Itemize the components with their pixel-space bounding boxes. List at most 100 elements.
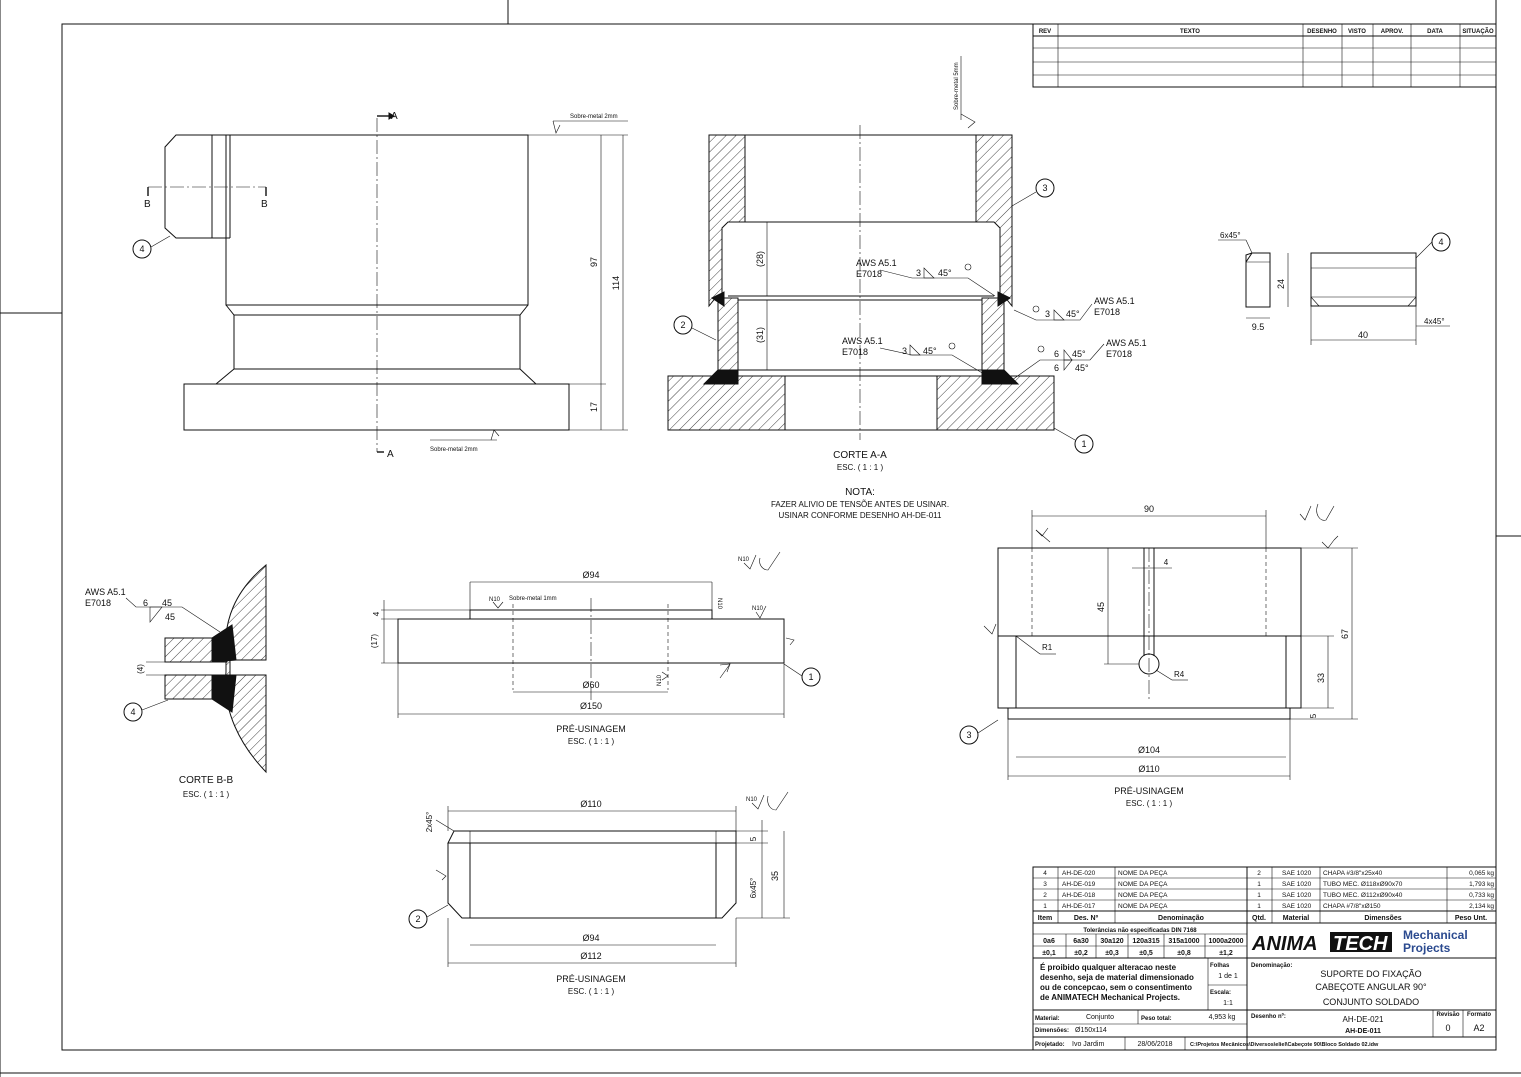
pre1-scale: ESC. ( 1 : 1 ) [568, 737, 615, 746]
desenho-label: Desenho nº: [1251, 1014, 1286, 1020]
section-a-top: A [391, 111, 398, 122]
bom-cell: NOME DA PEÇA [1118, 870, 1168, 877]
weld-angle-1: 45° [938, 268, 952, 278]
brand-anima: ANIMA [1251, 933, 1318, 955]
balloon-2-aa: 2 [680, 320, 685, 330]
weld-angle-3: 45° [1066, 309, 1080, 319]
balloon-1-aa: 1 [1081, 439, 1086, 449]
revisao-value: 0 [1445, 1023, 1450, 1033]
sobre-metal-5: Sobre-metal 5mm [954, 62, 960, 110]
dim-31: (31) [755, 327, 765, 343]
weld-size-4a: 6 [1054, 349, 1059, 359]
balloon-4-main: 4 [139, 244, 144, 254]
pre2-title: PRÉ-USINAGEM [556, 974, 626, 984]
tolerance-ranges-cell: 0a6 [1043, 938, 1055, 945]
part4-chamfer2: 4x45° [1424, 317, 1445, 326]
den-line-2: CABEÇOTE ANGULAR 90° [1315, 982, 1427, 992]
dimensoes-label: Dimensões: [1035, 1028, 1069, 1034]
pre1-n10-d: N10 [657, 674, 663, 686]
bom-cell: SAE 1020 [1282, 881, 1312, 888]
bb-weld-45a: 45 [162, 598, 172, 608]
dim-17: 17 [589, 402, 599, 412]
balloon-2-pre: 2 [415, 914, 420, 924]
balloon-3-aa: 3 [1042, 183, 1047, 193]
peso-label: Peso total: [1141, 1016, 1172, 1022]
revision-table: REV TEXTO DESENHO VISTO APROV. DATA SITU… [1032, 23, 1497, 88]
bom-cell: TUBO MEC. Ø112xØ90x40 [1323, 892, 1403, 899]
bom-cell: NOME DA PEÇA [1118, 892, 1168, 899]
tolerance-ranges-cell: 120a315 [1132, 938, 1159, 945]
sobre-metal-top: Sobre-metal 2mm [570, 114, 618, 120]
dimensoes-value: Ø150x114 [1075, 1027, 1107, 1034]
pre3-r1: R1 [1042, 643, 1053, 652]
pre2-chamfer-side: 6x45° [749, 878, 758, 899]
part4-chamfer: 6x45° [1220, 231, 1241, 240]
bom-cell: AH-DE-017 [1062, 903, 1096, 910]
dim-114: 114 [611, 276, 621, 290]
pre1-dim-17: (17) [370, 634, 379, 649]
pre3-title: PRÉ-USINAGEM [1114, 786, 1184, 796]
bom-cell: 1 [1257, 903, 1261, 910]
balloon-4-part4: 4 [1438, 237, 1443, 247]
projetado-label: Projetado: [1035, 1042, 1065, 1048]
pre3-dim-45: 45 [1096, 602, 1106, 612]
revisao-label: Revisão [1436, 1012, 1459, 1018]
pre2-dim-94: Ø94 [582, 933, 599, 943]
pre2-scale: ESC. ( 1 : 1 ) [568, 987, 615, 996]
corte-aa-title: CORTE A-A [833, 450, 887, 461]
pre3-dim-4: 4 [1164, 558, 1169, 567]
pre2-dim-35: 35 [770, 871, 780, 881]
bom-cell: 4 [1043, 870, 1047, 877]
tolerance-values-cell: ±0,3 [1105, 950, 1119, 957]
bom-h-qtd: Qtd. [1252, 915, 1266, 922]
main-view: A A B B 97 114 17 Sobre-metal 2mm Sobre-… [132, 111, 628, 460]
note-line-1: FAZER ALIVIO DE TENSÕE ANTES DE USINAR. [771, 500, 949, 509]
pre3-dim-5: 5 [1309, 713, 1318, 718]
tolerance-ranges-cell: 30a120 [1100, 938, 1123, 945]
desenho-header: DESENHO [1307, 29, 1337, 35]
data-header: DATA [1427, 29, 1443, 35]
bom-cell: CHAPA #3/8"x25x40 [1323, 870, 1383, 877]
bom-cell: 1 [1257, 892, 1261, 899]
weld-aws-3: AWS A5.1 [1094, 296, 1135, 306]
bom-cell: AH-DE-018 [1062, 892, 1096, 899]
section-b-right: B [261, 199, 268, 210]
bom-cell: SAE 1020 [1282, 870, 1312, 877]
weld-size-2: 3 [902, 346, 907, 356]
tolerance-values-cell: ±0,8 [1177, 950, 1191, 957]
tolerance-ranges-cell: 315a1000 [1168, 938, 1199, 945]
bom-cell: SAE 1020 [1282, 903, 1312, 910]
pre1-sobre-metal: Sobre-metal 1mm [509, 596, 557, 602]
tol-title: Tolerâncias não especificadas DIN 7168 [1083, 928, 1197, 934]
pre1-n10-c: N10 [738, 557, 750, 563]
pre1-dim-150: Ø150 [580, 701, 602, 711]
escala-label: Escala: [1210, 990, 1231, 996]
bb-weld-e7018: E7018 [85, 598, 111, 608]
note-line-2: USINAR CONFORME DESENHO AH-DE-011 [779, 511, 943, 520]
notice-line-2: desenho, seja de material dimensionado [1040, 973, 1194, 982]
part4-dim-9-5: 9.5 [1252, 322, 1265, 332]
pre-usinagem-3-view: 90 4 45 67 33 5 Ø104 Ø110 R1 R4 [959, 503, 1358, 808]
bom-cell: 2 [1257, 870, 1261, 877]
aprov-header: APROV. [1381, 29, 1404, 35]
tolerance-values-cell: ±0,1 [1042, 950, 1056, 957]
bom-cell: NOME DA PEÇA [1118, 903, 1168, 910]
bb-weld-45b: 45 [165, 612, 175, 622]
bom-cell: CHAPA #7/8"xØ150 [1323, 903, 1381, 910]
brand-mechanical: Mechanical [1403, 928, 1468, 942]
balloon-3-pre: 3 [966, 730, 971, 740]
denominacao-label: Denominação: [1251, 963, 1292, 969]
peso-value: 4,953 kg [1209, 1014, 1236, 1021]
formato-label: Formato [1467, 1012, 1491, 1018]
pre2-dim-5: 5 [749, 836, 758, 841]
weld-aws-2: AWS A5.1 [842, 336, 883, 346]
weld-angle-4a: 45° [1072, 349, 1086, 359]
situacao-header: SITUAÇÃO [1462, 28, 1494, 35]
pre2-dim-112: Ø112 [580, 951, 601, 961]
pre1-dim-4: 4 [372, 611, 381, 616]
tolerance-ranges-cell: 1000a2000 [1208, 938, 1243, 945]
material-value: Conjunto [1086, 1014, 1114, 1021]
desenho-value: AH-DE-021 [1343, 1015, 1384, 1024]
